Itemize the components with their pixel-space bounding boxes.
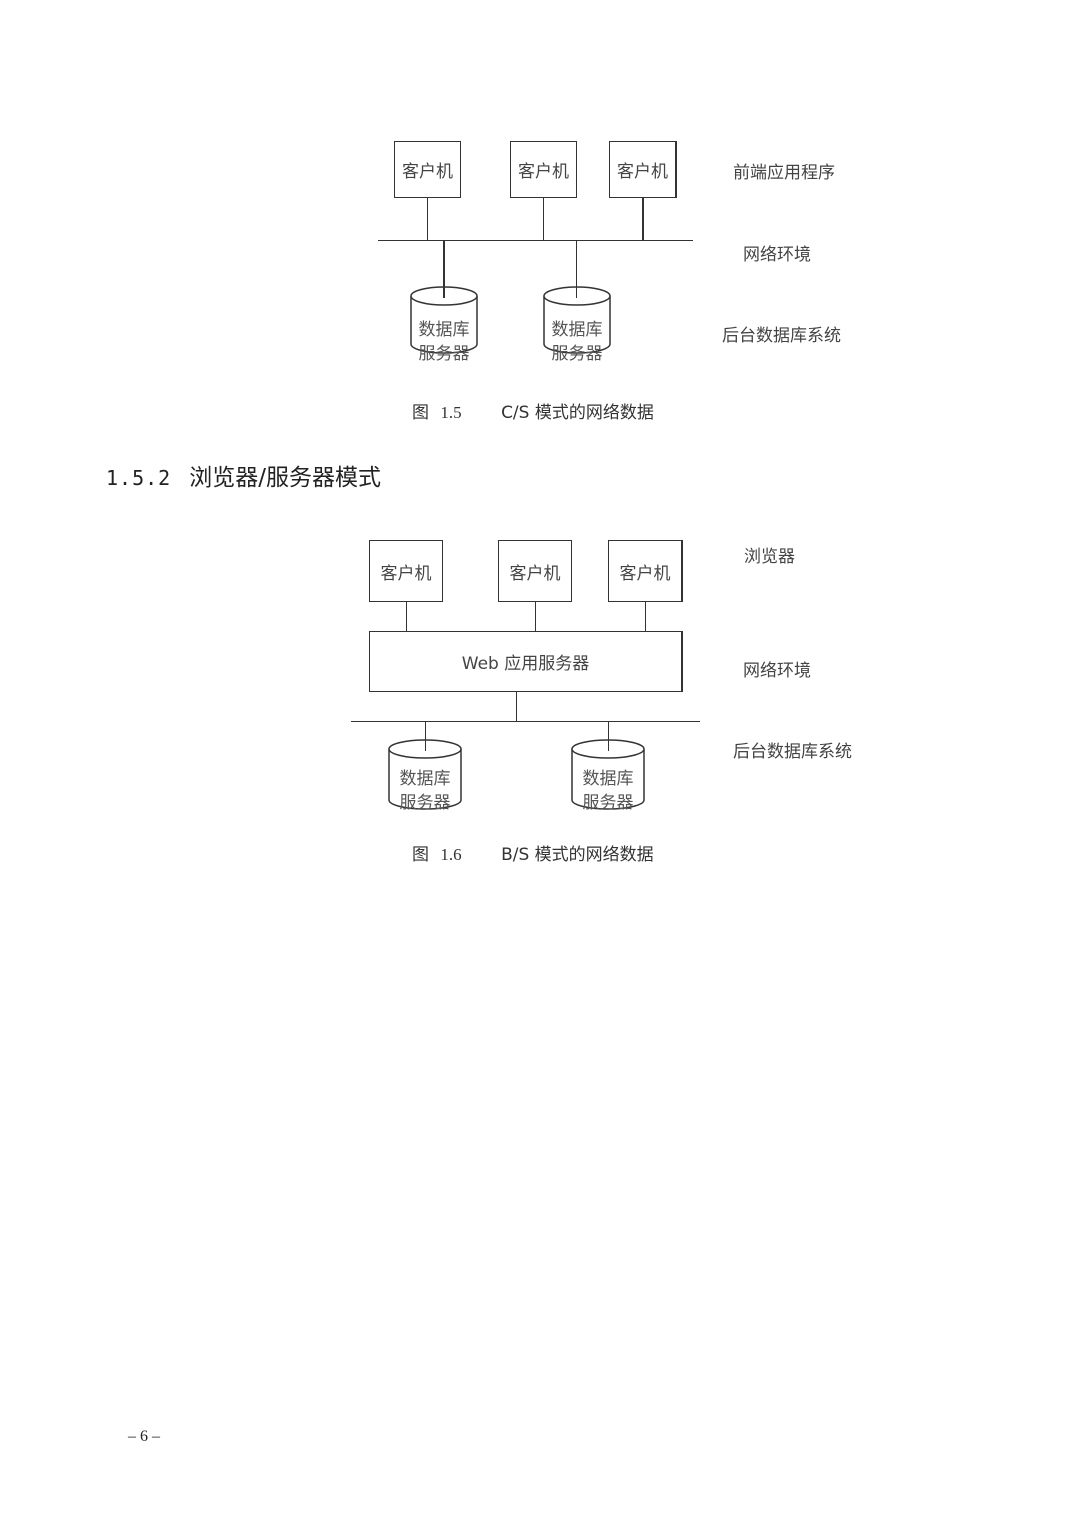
cs-db-server-label-2: 数据库服务器 — [551, 320, 603, 364]
bs-client-label-2: 客户机 — [509, 563, 561, 584]
cs-layer-backend-label: 后台数据库系统 — [722, 326, 841, 346]
cs-db-server-label-1: 数据库服务器 — [418, 320, 470, 364]
cs-client-label-3: 客户机 — [617, 162, 668, 182]
cs-database-icon-2 — [543, 286, 611, 354]
bs-db-connector-1 — [425, 721, 426, 751]
cs-db-connector-2-top — [576, 284, 577, 298]
web-app-server-box: Web 应用服务器 — [369, 631, 683, 692]
figure-bs-caption: 图 1.6 B/S 模式的网络数据 — [412, 845, 654, 865]
bs-layer-network-label: 网络环境 — [743, 661, 811, 681]
bs-db-server-label-2: 数据库服务器 — [582, 769, 634, 813]
bs-client-label-3: 客户机 — [619, 563, 671, 584]
bs-db-connector-2 — [608, 721, 609, 751]
cs-client-box-1: 客户机 — [394, 141, 461, 198]
cs-layer-front-label: 前端应用程序 — [733, 163, 835, 183]
cs-layer-network-label: 网络环境 — [743, 245, 811, 265]
bs-client-box-3: 客户机 — [608, 540, 683, 602]
cs-network-bus — [378, 240, 693, 241]
cs-client-label-2: 客户机 — [518, 162, 569, 182]
cs-client-box-2: 客户机 — [510, 141, 577, 198]
web-app-server-label: Web 应用服务器 — [461, 654, 590, 674]
cs-client-connector-2 — [543, 198, 544, 240]
cs-client-label-1: 客户机 — [402, 162, 453, 182]
cs-client-connector-1 — [427, 198, 428, 240]
bs-db-server-label-1: 数据库服务器 — [399, 769, 451, 813]
bs-client-box-2: 客户机 — [498, 540, 572, 602]
figure-cs-caption: 图 1.5 C/S 模式的网络数据 — [412, 403, 654, 423]
bs-client-connector-1 — [406, 602, 407, 631]
cs-db-connector-1-top — [443, 284, 445, 298]
bs-layer-backend-label: 后台数据库系统 — [733, 742, 852, 762]
bs-client-connector-2 — [535, 602, 536, 631]
cs-db-connector-1 — [443, 240, 445, 298]
bs-server-connector — [516, 692, 517, 721]
bs-network-bus — [351, 721, 700, 722]
cs-db-connector-2 — [576, 240, 577, 298]
bs-client-box-1: 客户机 — [369, 540, 443, 602]
bs-client-label-1: 客户机 — [380, 563, 432, 584]
bs-layer-front-label: 浏览器 — [744, 547, 795, 567]
page-number: – 6 – — [128, 1428, 160, 1445]
bs-client-connector-3 — [645, 602, 646, 631]
cs-client-box-3: 客户机 — [609, 141, 677, 198]
cs-client-connector-3 — [642, 198, 644, 240]
